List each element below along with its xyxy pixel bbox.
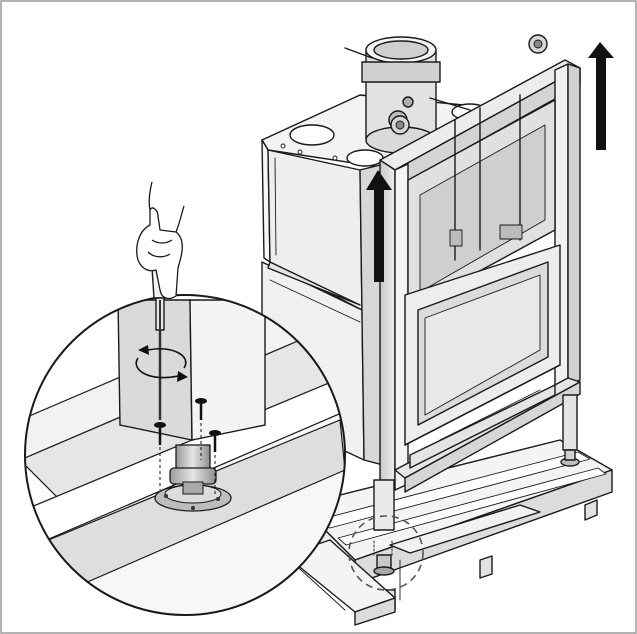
screw xyxy=(209,430,221,495)
up-arrow-icon xyxy=(366,170,392,282)
screw xyxy=(195,398,207,460)
screw xyxy=(154,422,166,490)
zoom-detail xyxy=(24,294,346,616)
rotate-icon xyxy=(135,345,188,382)
firebox xyxy=(404,94,561,469)
detail-marker-circle xyxy=(348,515,424,591)
hand-icon xyxy=(136,181,185,300)
rear-foot xyxy=(560,394,580,467)
front-foot xyxy=(373,479,395,576)
up-arrow-icon xyxy=(588,42,614,150)
